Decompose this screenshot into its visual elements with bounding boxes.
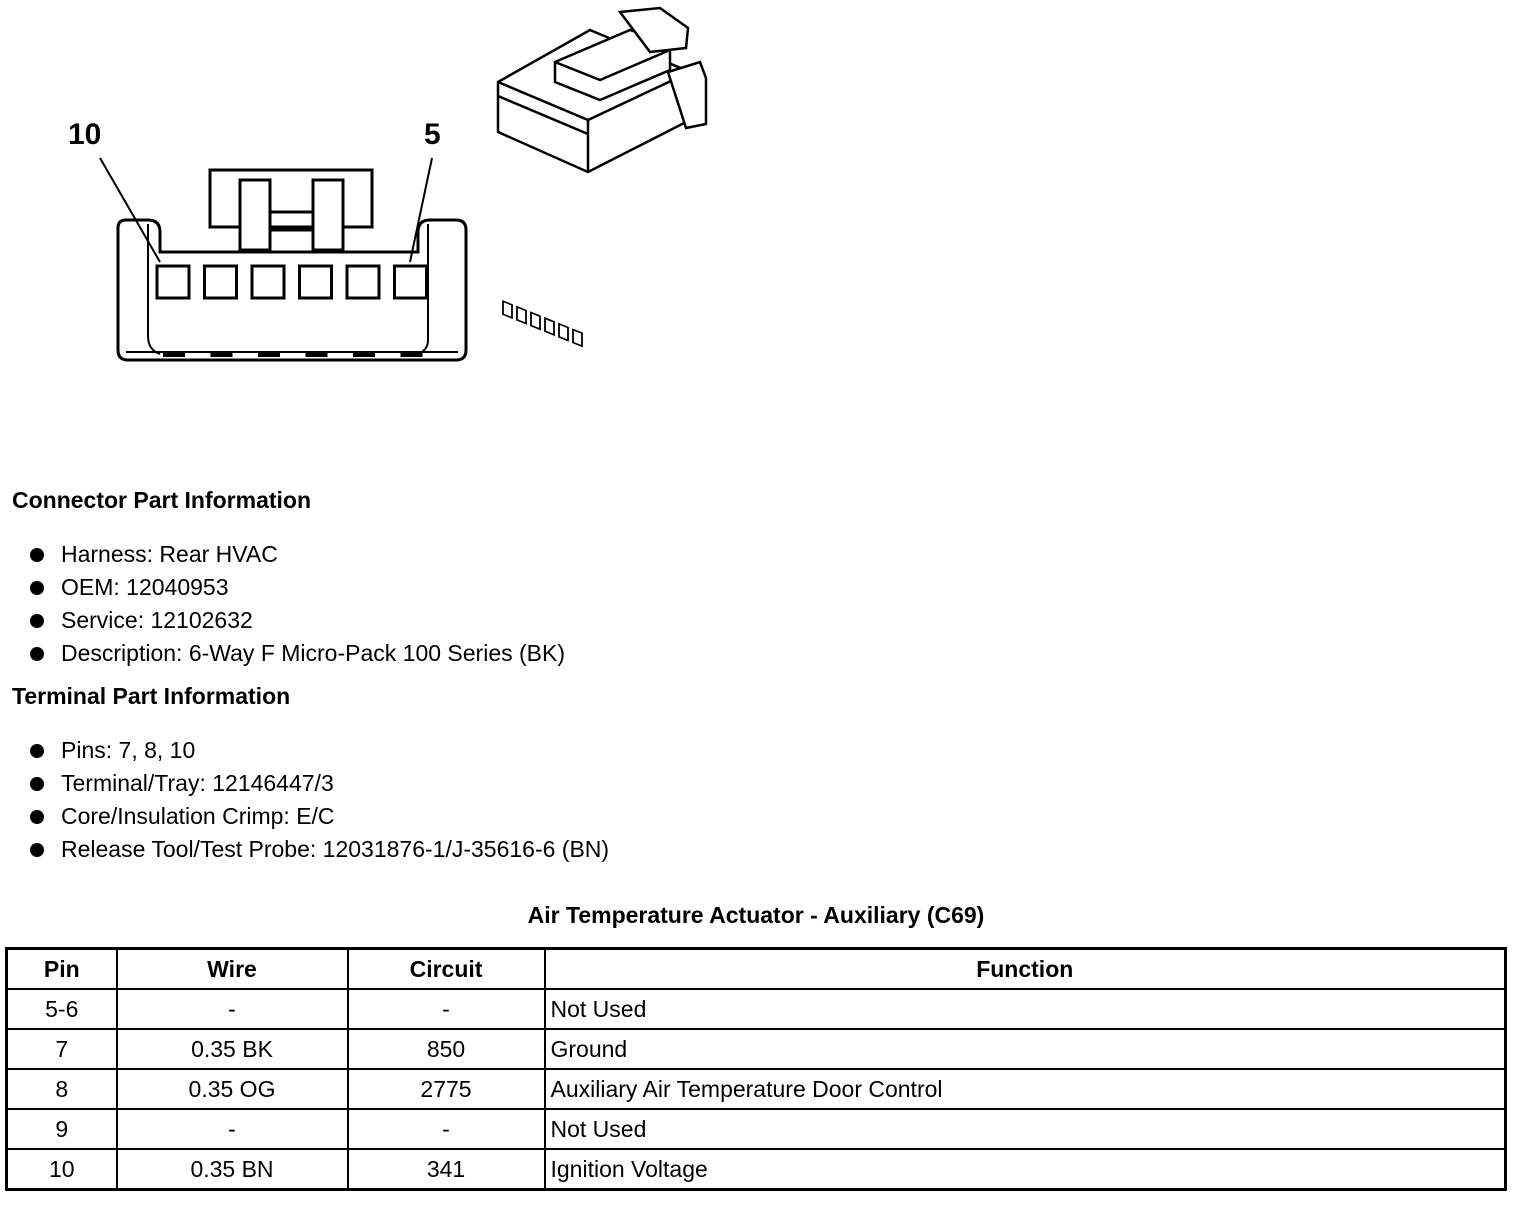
connector-rib (400, 352, 423, 357)
connector-ribs (163, 352, 423, 357)
bullet-icon (30, 777, 44, 791)
table-title: Air Temperature Actuator - Auxiliary (C6… (527, 902, 985, 928)
connector-rib (210, 352, 233, 357)
cell-pin: 8 (5, 1068, 118, 1110)
terminal-cavity (345, 264, 381, 300)
connector-rib (353, 352, 375, 357)
table-row: 7 0.35 BK 850 Ground (5, 1028, 1507, 1070)
cell-circuit: 850 (346, 1028, 546, 1070)
connector-info-heading: Connector Part Information (12, 487, 312, 513)
connector-info-item: OEM: 12040953 (30, 571, 565, 604)
bullet-icon (30, 581, 44, 595)
connector-cavities (155, 264, 428, 300)
cell-function: Not Used (543, 988, 1507, 1030)
table-row: 9 - - Not Used (5, 1108, 1507, 1150)
cell-pin: 10 (5, 1148, 118, 1191)
table-row: 8 0.35 OG 2775 Auxiliary Air Temperature… (5, 1068, 1507, 1110)
cell-pin: 9 (5, 1108, 118, 1150)
terminal-cavity (250, 264, 286, 300)
terminal-info-list: Pins: 7, 8, 10 Terminal/Tray: 12146447/3… (30, 734, 609, 866)
terminal-info-item: Pins: 7, 8, 10 (30, 734, 609, 767)
connector-info-item: Description: 6-Way F Micro-Pack 100 Seri… (30, 637, 565, 670)
cell-circuit: - (346, 1108, 546, 1150)
cell-circuit: - (346, 988, 546, 1030)
connector-latch (208, 168, 374, 252)
terminal-info-item: Release Tool/Test Probe: 12031876-1/J-35… (30, 833, 609, 866)
terminal-cavity (203, 264, 238, 300)
bullet-icon (30, 647, 44, 661)
pinout-table: Pin Wire Circuit Function 5-6 - - Not Us… (5, 947, 1507, 1191)
leader-line-pin-10 (99, 157, 161, 263)
cell-circuit: 341 (346, 1148, 546, 1191)
column-header-function: Function (543, 947, 1507, 990)
cell-wire: 0.35 OG (115, 1068, 349, 1110)
terminal-cavity (298, 264, 333, 300)
table-header-row: Pin Wire Circuit Function (5, 947, 1507, 990)
connector-info-item: Service: 12102632 (30, 604, 565, 637)
leader-line-pin-5 (409, 157, 433, 263)
cell-wire: 0.35 BK (115, 1028, 349, 1070)
cell-wire: - (115, 988, 349, 1030)
connector-info-item: Harness: Rear HVAC (30, 538, 565, 571)
bullet-icon (30, 843, 44, 857)
cell-circuit: 2775 (346, 1068, 546, 1110)
bullet-icon (30, 548, 44, 562)
connector-rib (163, 352, 185, 357)
column-header-pin: Pin (5, 947, 118, 990)
terminal-cavity (393, 264, 428, 300)
connector-rib (258, 352, 280, 357)
terminal-info-item: Terminal/Tray: 12146447/3 (30, 767, 609, 800)
bullet-icon (30, 810, 44, 824)
terminal-cavity (155, 264, 191, 300)
bullet-icon (30, 614, 44, 628)
column-header-circuit: Circuit (346, 947, 546, 990)
terminal-info-item: Core/Insulation Crimp: E/C (30, 800, 609, 833)
cell-wire: 0.35 BN (115, 1148, 349, 1191)
column-header-wire: Wire (115, 947, 349, 990)
cell-pin: 5-6 (5, 988, 118, 1030)
pin-label-10: 10 (68, 118, 102, 151)
table-row: 5-6 - - Not Used (5, 988, 1507, 1030)
connector-rib (305, 352, 328, 357)
bullet-icon (30, 744, 44, 758)
cell-wire: - (115, 1108, 349, 1150)
cell-function: Ignition Voltage (543, 1148, 1507, 1191)
connector-body (116, 218, 468, 362)
connector-diagram (99, 6, 708, 362)
cell-pin: 7 (5, 1028, 118, 1070)
cell-function: Not Used (543, 1108, 1507, 1150)
cell-function: Ground (543, 1028, 1507, 1070)
table-row: 10 0.35 BN 341 Ignition Voltage (5, 1148, 1507, 1191)
connector-isometric-view (496, 6, 708, 348)
cell-function: Auxiliary Air Temperature Door Control (543, 1068, 1507, 1110)
terminal-info-heading: Terminal Part Information (12, 683, 291, 709)
pin-label-5: 5 (424, 118, 441, 151)
connector-info-list: Harness: Rear HVAC OEM: 12040953 Service… (30, 538, 565, 670)
